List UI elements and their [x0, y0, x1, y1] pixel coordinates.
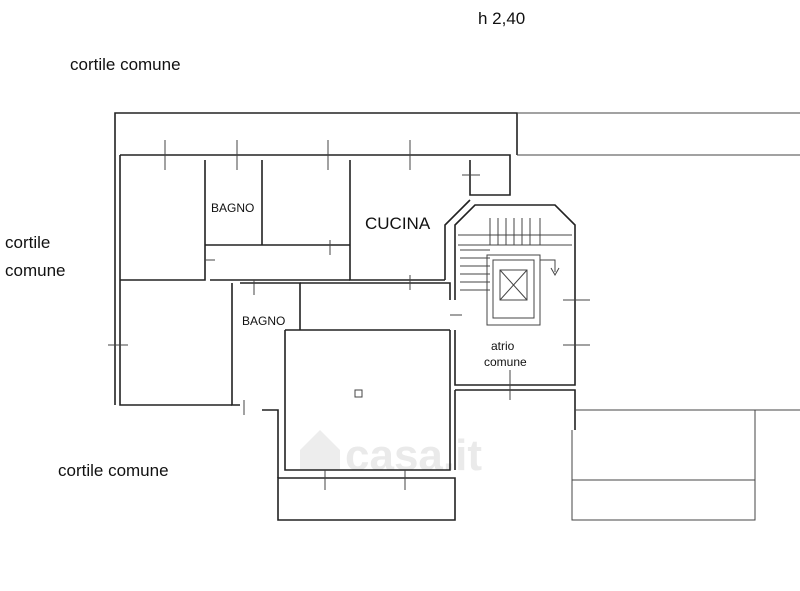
outside-label-bottom: cortile comune: [58, 461, 169, 480]
outside-label-top: cortile comune: [70, 55, 181, 74]
room-label-atrio-2: comune: [484, 355, 527, 369]
room-label-atrio-1: atrio: [491, 339, 515, 353]
watermark-text: casa.it: [345, 431, 482, 480]
outside-label-left-2: comune: [5, 261, 65, 280]
ceiling-height-label: h 2,40: [478, 9, 525, 28]
door-marks: [108, 140, 590, 490]
room-label-cucina: CUCINA: [365, 214, 431, 233]
room-label-bagno-upper: BAGNO: [211, 201, 254, 215]
walls: [114, 112, 800, 521]
watermark: casa.it: [300, 430, 482, 480]
outside-label-left-1: cortile: [5, 233, 50, 252]
room-label-bagno-lower: BAGNO: [242, 314, 285, 328]
